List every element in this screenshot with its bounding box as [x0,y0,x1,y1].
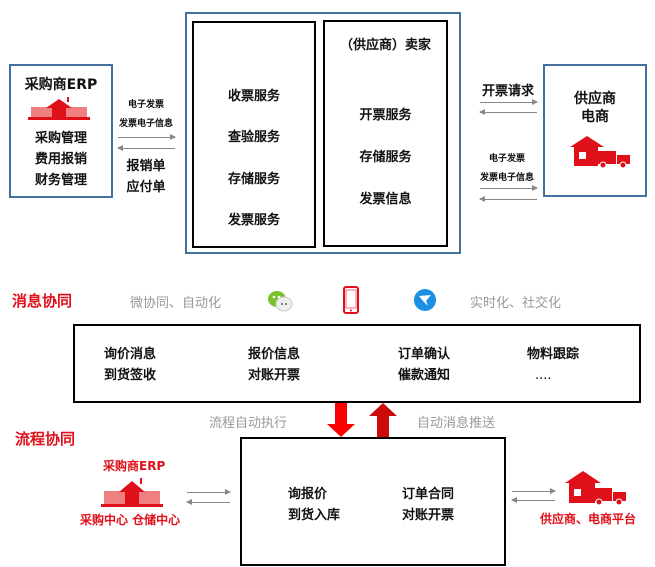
buyer-services-box: 收票服务 查验服务 存储服务 发票服务 [192,21,316,248]
message-left-text: 微协同、自动化 [130,296,222,311]
section-title-process: 流程协同 [15,430,76,448]
process-supplier-caption: 供应商、电商平台 [540,512,637,526]
arrow-right [480,99,538,105]
dingtalk-icon [414,289,436,311]
message-box: 询价消息到货签收 报价信息对账开票 订单确认催款通知 物料跟踪.... [73,324,641,403]
buyer-erp-title: 采购商ERP [24,77,98,93]
link-label: 应付单 [126,180,166,195]
process-box: 询报价到货入库 订单合同对账开票 [240,437,506,566]
factory-icon [101,478,163,507]
service-item: 开票服务 [359,108,412,123]
red-down-arrow [327,403,355,437]
arrow-left [479,196,537,202]
wechat-icon [268,291,293,312]
platform-box [185,12,461,254]
service-item: 存储服务 [359,150,412,165]
buyer-line: 财务管理 [34,173,87,188]
arrow-right [118,134,176,140]
section-title-message: 消息协同 [12,292,73,310]
process-item: 订单合同 [402,487,455,502]
process-buyer-caption: 采购中心 仓储中心 [80,513,181,527]
link-label: 开票请求 [481,84,534,99]
message-item: .... [535,368,552,383]
service-item: 收票服务 [227,89,280,104]
supplier-line: 电商 [581,109,609,125]
service-item: 发票信息 [359,192,412,207]
arrow-left [479,109,537,115]
phone-icon [343,286,359,314]
message-item: 报价信息 [248,347,301,362]
process-item: 到货入库 [288,508,341,523]
supplier-box: 供应商 电商 [543,64,647,197]
arrow-left [117,145,175,151]
link-label: 电子发票 [488,154,525,164]
arrow-left [186,499,230,505]
message-item: 催款通知 [398,368,451,383]
buyer-erp-box: 采购商ERP 采购管理 费用报销 财务管理 [9,64,113,198]
link-label: 报销单 [126,159,166,174]
arrow-right [512,488,556,494]
process-buyer-title: 采购商ERP [103,459,166,473]
red-up-arrow [369,403,397,437]
seller-services-box: （供应商）卖家 开票服务 存储服务 发票信息 [323,20,448,247]
service-item: 存储服务 [227,172,280,187]
seller-title: （供应商）卖家 [339,38,431,53]
supplier-line: 供应商 [574,91,616,107]
up-arrow-label: 自动消息推送 [417,416,496,431]
service-item: 发票服务 [227,213,280,228]
arrow-right [480,185,538,191]
arrow-left [511,497,555,503]
factory-icon [28,97,90,120]
message-item: 询价消息 [104,347,157,362]
service-item: 查验服务 [227,130,280,145]
arrow-right [187,489,231,495]
link-label: 发票电子信息 [479,173,534,183]
warehouse-truck-icon [570,136,630,168]
process-item: 对账开票 [402,508,455,523]
down-arrow-label: 流程自动执行 [209,416,288,431]
message-item: 到货签收 [104,368,157,383]
buyer-line: 费用报销 [34,152,87,167]
message-item: 物料跟踪 [527,347,580,362]
message-right-text: 实时化、社交化 [470,296,562,311]
warehouse-truck-icon [565,471,626,505]
buyer-line: 采购管理 [34,131,87,146]
message-item: 订单确认 [398,347,451,362]
link-label: 发票电子信息 [118,119,173,129]
message-item: 对账开票 [248,368,301,383]
process-item: 询报价 [288,487,328,502]
link-label: 电子发票 [127,100,164,110]
